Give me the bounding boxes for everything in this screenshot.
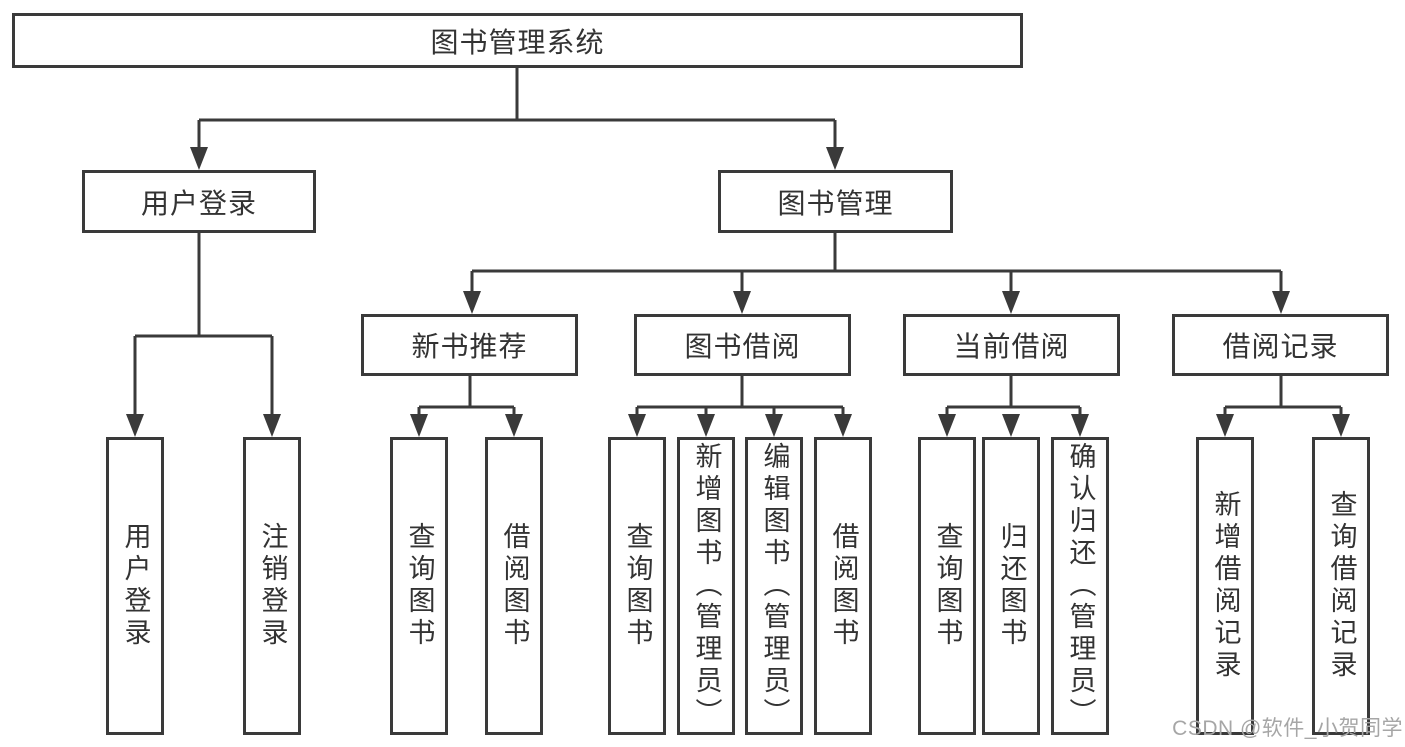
node-label: 编辑图书（管理员） [759, 442, 790, 730]
node-label: 查询借阅记录 [1326, 490, 1357, 682]
node-leaf-borrow-book-recommend: 借阅图书 [485, 437, 543, 735]
node-label: 查询图书 [404, 522, 435, 650]
node-leaf-add-book-admin: 新增图书（管理员） [677, 437, 735, 735]
node-leaf-query-book-borrow: 查询图书 [608, 437, 666, 735]
node-leaf-return-book: 归还图书 [982, 437, 1040, 735]
node-leaf-logout: 注销登录 [243, 437, 301, 735]
node-label: 图书管理 [777, 187, 894, 219]
node-book-management: 图书管理 [718, 170, 953, 233]
node-label: 图书借阅 [684, 331, 801, 362]
node-new-book-recommend: 新书推荐 [361, 314, 578, 376]
node-current-borrow: 当前借阅 [903, 314, 1120, 376]
node-leaf-edit-book-admin: 编辑图书（管理员） [745, 437, 803, 735]
node-label: 查询图书 [622, 522, 653, 650]
node-leaf-user-login: 用户登录 [106, 437, 164, 735]
node-label: 借阅图书 [828, 522, 859, 650]
node-leaf-borrow-book: 借阅图书 [814, 437, 872, 735]
node-label: 用户登录 [140, 187, 257, 219]
node-label: 查询图书 [932, 522, 963, 650]
csdn-watermark: CSDN @软件_小贺同学 [1172, 717, 1403, 740]
node-library-system: 图书管理系统 [12, 13, 1023, 68]
node-book-borrow: 图书借阅 [634, 314, 851, 376]
node-label: 新书推荐 [411, 331, 528, 362]
node-leaf-query-borrow-record: 查询借阅记录 [1312, 437, 1370, 735]
node-label: 注销登录 [257, 522, 288, 650]
node-label: 新增借阅记录 [1210, 490, 1241, 682]
node-borrow-records: 借阅记录 [1172, 314, 1389, 376]
node-leaf-query-book-recommend: 查询图书 [390, 437, 448, 735]
node-label: 借阅记录 [1222, 331, 1339, 362]
node-user-login: 用户登录 [82, 170, 316, 233]
node-label: 确认归还（管理员） [1065, 442, 1096, 730]
node-label: 借阅图书 [499, 522, 530, 650]
node-label: 当前借阅 [953, 331, 1070, 362]
node-leaf-query-book-current: 查询图书 [918, 437, 976, 735]
node-label: 归还图书 [996, 522, 1027, 650]
node-label: 新增图书（管理员） [691, 442, 722, 730]
node-leaf-add-borrow-record: 新增借阅记录 [1196, 437, 1254, 735]
node-leaf-confirm-return-admin: 确认归还（管理员） [1051, 437, 1109, 735]
node-label: 图书管理系统 [430, 26, 605, 58]
node-label: 用户登录 [120, 522, 151, 650]
